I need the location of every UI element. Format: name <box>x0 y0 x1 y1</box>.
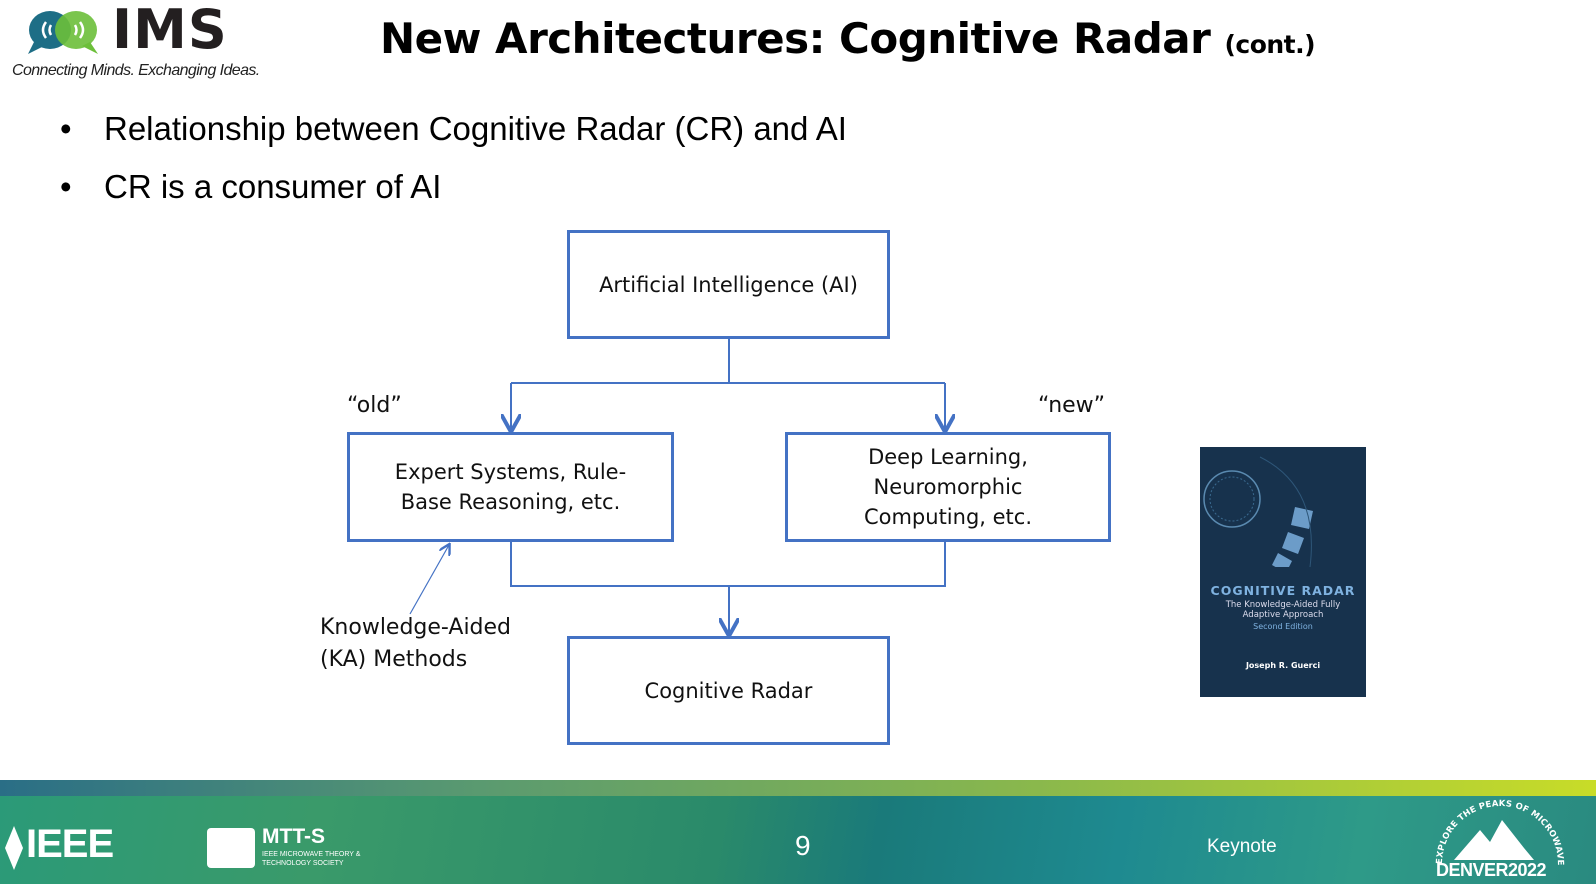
deep-learning-label: Deep Learning, Neuromorphic Computing, e… <box>863 445 1033 529</box>
book-author: Joseph R. Guerci <box>1245 661 1321 670</box>
ims-logo: IMS Connecting Minds. Exchanging Ideas. <box>12 0 272 81</box>
connector-line <box>510 541 946 587</box>
ims-tagline: Connecting Minds. Exchanging Ideas. <box>12 62 260 79</box>
ims-logo-text: IMS <box>112 0 228 61</box>
slide-title: New Architectures: Cognitive Radar (cont… <box>380 14 1316 63</box>
expert-systems-label: Expert Systems, Rule-Base Reasoning, etc… <box>394 460 627 514</box>
ka-line1: Knowledge-Aided <box>320 615 512 640</box>
slide-footer: IEEE MTT-S IEEE MICROWAVE THEORY & TECHN… <box>0 780 1596 884</box>
denver-arc-text-graphic: EXPLORE THE PEAKS OF MICROWAVE ENGINEERI… <box>1428 784 1565 866</box>
ieee-diamond-icon <box>5 826 23 870</box>
old-label: “old” <box>347 393 402 418</box>
svg-text:EXPLORE THE PEAKS OF MICROWAVE: EXPLORE THE PEAKS OF MICROWAVE ENGINEERI… <box>1428 784 1565 866</box>
cognitive-radar-label: Cognitive Radar <box>644 678 813 703</box>
mtts-logo-icon <box>207 828 255 868</box>
cognitive-radar-box: Cognitive Radar <box>567 636 890 745</box>
page-number: 9 <box>795 830 811 861</box>
denver-arc-text: EXPLORE THE PEAKS OF MICROWAVE ENGINEERI… <box>1428 784 1565 866</box>
session-label: Keynote <box>1207 836 1277 857</box>
denver-logo: DENVER2022 <box>1436 860 1547 880</box>
ieee-logo: IEEE <box>26 822 114 866</box>
new-label: “new” <box>1038 393 1106 418</box>
ka-annotation: Knowledge-Aided (KA) Methods <box>320 612 511 676</box>
book-cover-image: COGNITIVE RADAR The Knowledge-Aided Full… <box>1200 447 1366 697</box>
bullet-item: •Relationship between Cognitive Radar (C… <box>60 110 847 147</box>
expert-systems-box: Expert Systems, Rule-Base Reasoning, etc… <box>347 432 674 542</box>
radar-graphic <box>1203 456 1313 567</box>
book-title: COGNITIVE RADAR <box>1210 583 1356 598</box>
ai-box: Artificial Intelligence (AI) <box>567 230 890 339</box>
mtts-logo: MTT-S <box>262 825 325 848</box>
bullet-text: CR is a consumer of AI <box>104 168 442 205</box>
ka-line2: (KA) Methods <box>320 647 468 672</box>
book-edition: Second Edition <box>1253 622 1313 631</box>
title-suffix: (cont.) <box>1224 30 1316 59</box>
denver-mountain-logo <box>1454 820 1534 860</box>
connector-line <box>511 338 945 384</box>
bullet-text: Relationship between Cognitive Radar (CR… <box>104 110 847 147</box>
title-text: New Architectures: Cognitive Radar <box>380 14 1211 63</box>
footer-background <box>0 796 1596 884</box>
deep-learning-box: Deep Learning, Neuromorphic Computing, e… <box>785 432 1111 542</box>
annotation-arrow <box>409 545 449 615</box>
footer-gradient-bar <box>0 780 1596 796</box>
book-subtitle: The Knowledge-Aided Fully Adaptive Appro… <box>1225 600 1341 620</box>
mtts-subtitle: IEEE MICROWAVE THEORY & TECHNOLOGY SOCIE… <box>262 851 361 867</box>
bullet-item: •CR is a consumer of AI <box>60 168 442 205</box>
ai-box-label: Artificial Intelligence (AI) <box>599 272 858 297</box>
speech-bubbles-icon <box>28 11 98 54</box>
